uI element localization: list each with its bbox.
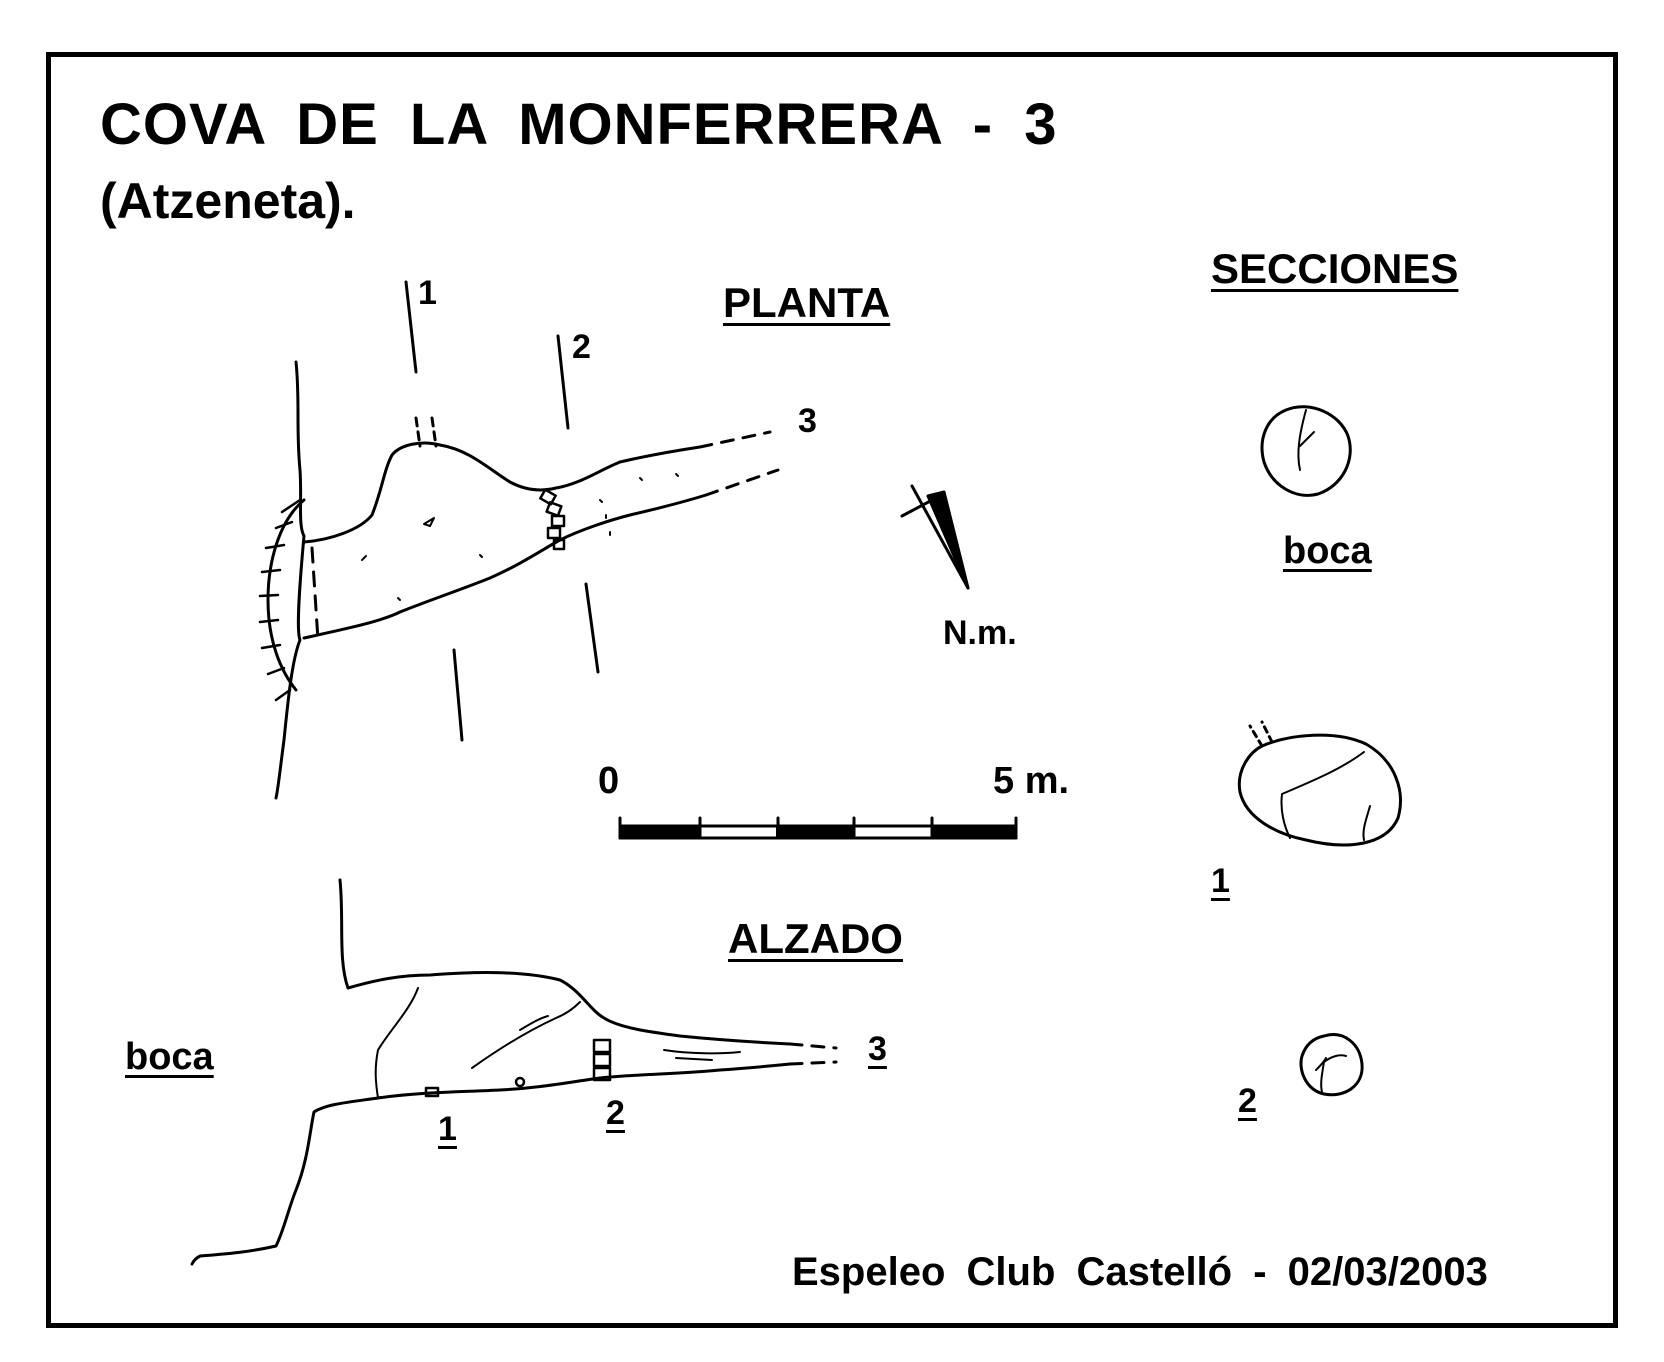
- plan-section-line-1-lower: [452, 648, 464, 742]
- cross-section-label-1: 1: [1211, 862, 1230, 900]
- plan-cliff-hatching: [258, 498, 302, 702]
- elevation-slope: [190, 1096, 380, 1266]
- elevation-floor: [376, 1062, 792, 1100]
- elevation-view: [190, 878, 838, 1266]
- drawing-frame: [46, 52, 1618, 1328]
- scale-bar: [618, 816, 1018, 840]
- plan-cave-lower-wall: [302, 493, 708, 640]
- plan-passage-dashed-upper: [698, 430, 772, 449]
- cross-section-boca: [1260, 405, 1352, 497]
- north-label: N.m.: [943, 614, 1017, 652]
- elevation-interior-details: [374, 987, 741, 1099]
- plan-boulders: [539, 488, 566, 551]
- cross-section-2: [1299, 1033, 1364, 1097]
- elevation-boulders: [424, 1038, 612, 1098]
- plan-cliff-line: [274, 360, 306, 800]
- plan-heading: PLANTA: [723, 279, 891, 326]
- plan-shaft-dashed: [414, 416, 438, 448]
- plan-entrance-overhang: [266, 498, 306, 692]
- plan-section-mark-2: 2: [572, 328, 591, 366]
- section-boca-label: boca: [1283, 530, 1372, 572]
- elevation-boca-label: boca: [125, 1036, 214, 1078]
- scale-start-label: 0: [598, 760, 620, 802]
- cross-section-1: [1237, 720, 1402, 847]
- plan-cave-upper-wall: [302, 441, 702, 544]
- scale-end-label: 5 m.: [993, 760, 1070, 802]
- survey-location: (Atzeneta).: [100, 173, 356, 229]
- elevation-section-mark-1: 1: [438, 1110, 457, 1148]
- elevation-hillside: [338, 878, 792, 1046]
- elevation-section-mark-3: 3: [868, 1030, 887, 1068]
- sections-heading: SECCIONES: [1211, 245, 1459, 292]
- plan-dripline: [310, 546, 320, 642]
- elevation-dashed-lower: [788, 1060, 838, 1066]
- elevation-section-mark-2: 2: [606, 1094, 625, 1132]
- plan-view: [258, 280, 780, 800]
- survey-title: COVA DE LA MONFERRERA - 3: [100, 92, 1058, 157]
- credit-line: Espeleo Club Castelló - 02/03/2003: [792, 1250, 1488, 1294]
- plan-section-mark-1: 1: [418, 274, 437, 312]
- plan-section-mark-3: 3: [798, 402, 817, 440]
- elevation-dashed-upper: [788, 1042, 838, 1050]
- cross-section-label-2: 2: [1238, 1082, 1257, 1120]
- elevation-heading: ALZADO: [728, 915, 903, 962]
- plan-section-line-1-upper: [404, 280, 418, 374]
- plan-section-line-2-upper: [556, 334, 570, 430]
- north-arrow: [900, 484, 970, 590]
- plan-passage-dashed-lower: [704, 468, 780, 497]
- plan-section-line-2-lower: [584, 582, 600, 674]
- plan-floor-details: [361, 473, 679, 601]
